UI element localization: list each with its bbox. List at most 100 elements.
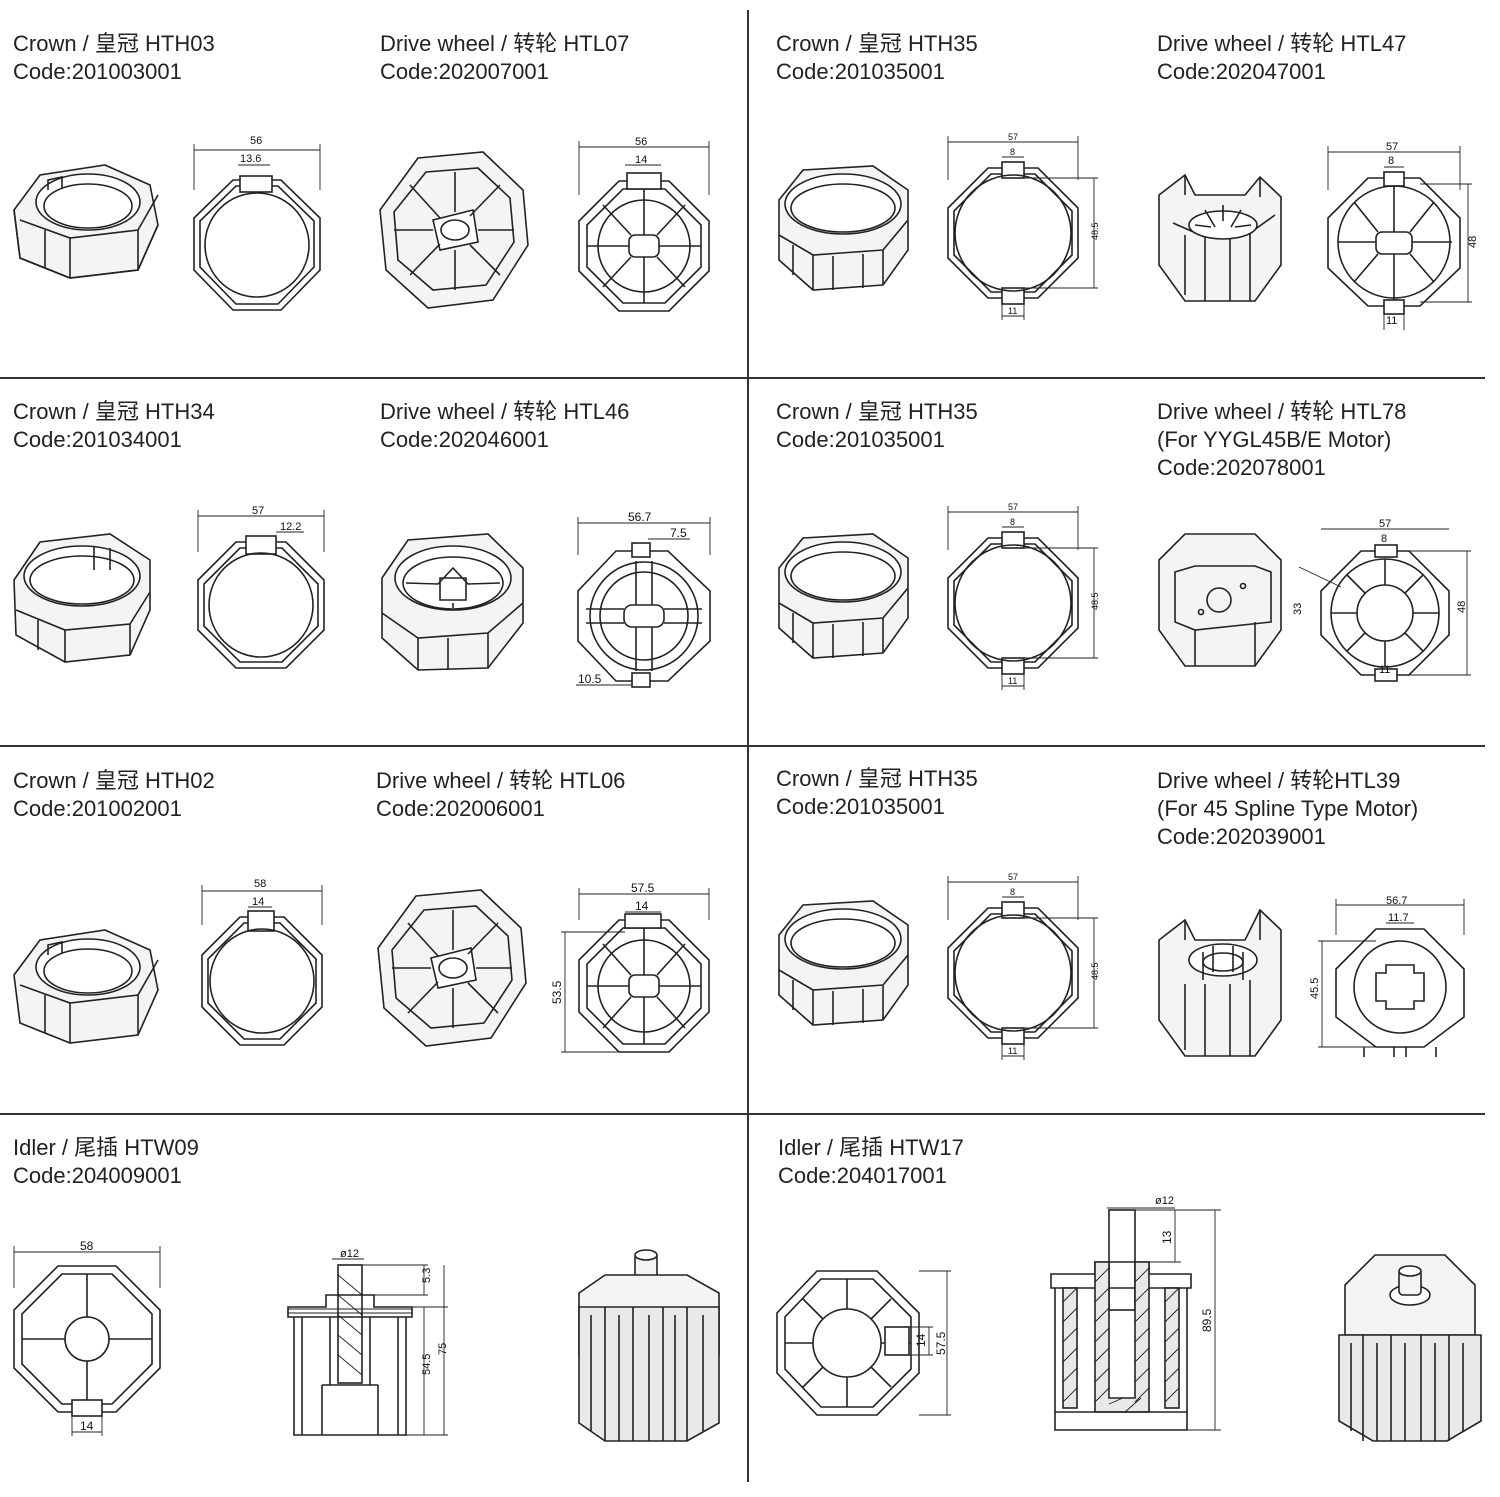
crown-hth35-3d-illustration (778, 165, 909, 291)
dim-height: 48.5 (1090, 962, 1100, 980)
product-title: Drive wheel / 转轮 HTL47 (1157, 31, 1407, 56)
product-title: Crown / 皇冠 HTH35 (776, 399, 978, 424)
idler-htw17-3d-illustration (1338, 1254, 1482, 1442)
dim-bottom: 11 (1008, 1046, 1017, 1056)
product-code: Code:202047001 (1157, 59, 1326, 84)
dim-slot: 13.6 (240, 153, 261, 165)
dim-width: 56.7 (628, 510, 652, 524)
dim-height: 75 (437, 1343, 449, 1355)
product-title: Crown / 皇冠 HTH03 (13, 31, 215, 56)
row-divider-2 (0, 745, 1485, 747)
dim-width: 57 (1379, 518, 1391, 530)
product-title: Drive wheel / 转轮 HTL07 (380, 31, 630, 56)
product-code: Code:201035001 (776, 794, 945, 819)
product-code: Code:202039001 (1157, 824, 1326, 849)
product-code: Code:204017001 (778, 1163, 947, 1188)
drive-wheel-htl07-drawing: 56 14 (578, 136, 710, 312)
product-header: Drive wheel / 转轮 HTL78 (For YYGL45B/E Mot… (1157, 398, 1406, 482)
dim-diameter: 33 (1292, 603, 1304, 615)
dim-width: 57.5 (934, 1331, 948, 1355)
dim-bottom: 11 (1008, 306, 1017, 316)
idler-htw09-3d-illustration (578, 1249, 720, 1442)
dim-width: 58 (254, 878, 266, 890)
product-header: Drive wheel / 转轮HTL39 (For 45 Spline Type… (1157, 767, 1418, 851)
dim-width: 57 (1008, 872, 1018, 882)
dim-width: 57 (1386, 141, 1398, 153)
idler-htw17-front-drawing: 14 57.5 (776, 1270, 951, 1416)
dim-bottom: 11 (1379, 664, 1390, 676)
crown-hth34-drawing: 57 12.2 (197, 505, 325, 669)
drive-wheel-htl39-3d-illustration (1158, 908, 1282, 1057)
product-title: Drive wheel / 转轮 HTL78 (1157, 399, 1407, 424)
dim-height: 48.5 (1090, 222, 1100, 240)
product-title: Drive wheel / 转轮 HTL46 (380, 399, 630, 424)
product-title: Idler / 尾插 HTW17 (778, 1135, 964, 1160)
dim-slot: 8 (1010, 517, 1015, 527)
product-code: Code:201003001 (13, 59, 182, 84)
dim-height: 48.5 (1090, 592, 1100, 610)
drive-wheel-htl78-drawing: 57 8 33 48 11 (1292, 518, 1471, 682)
dim-height: 89.5 (1200, 1308, 1214, 1332)
product-title: Crown / 皇冠 HTH35 (776, 31, 978, 56)
dim-slot: 8 (1010, 147, 1015, 157)
dim-width: 57.5 (631, 881, 655, 895)
dim-shaft-diameter: ø12 (1155, 1195, 1174, 1207)
dim-slot: 8 (1381, 533, 1387, 545)
dim-height: 48 (1456, 601, 1468, 613)
product-code: Code:204009001 (13, 1163, 182, 1188)
product-code: Code:202078001 (1157, 455, 1326, 480)
dim-slot: 14 (914, 1333, 928, 1347)
drive-wheel-htl39-drawing: 56.7 11.7 45.5 (1309, 895, 1465, 1057)
drive-wheel-htl47-drawing: 57 8 48 11 (1327, 141, 1479, 330)
dim-width: 56 (250, 135, 262, 147)
dim-shaft-diameter: ø12 (340, 1248, 359, 1260)
product-title: Crown / 皇冠 HTH02 (13, 768, 215, 793)
dim-width: 57 (252, 505, 264, 517)
crown-hth03-drawing: 56 13.6 (193, 135, 321, 311)
product-title: Idler / 尾插 HTW09 (13, 1135, 199, 1160)
dim-top: 13 (1160, 1230, 1174, 1244)
drive-wheel-htl07-3d-illustration (379, 151, 529, 309)
crown-hth34-3d-illustration (13, 533, 151, 663)
product-code: Code:202046001 (380, 427, 549, 452)
dim-bottom: 11 (1008, 676, 1017, 686)
product-note: (For 45 Spline Type Motor) (1157, 796, 1419, 821)
dim-bottom: 14 (80, 1419, 94, 1433)
product-title: Crown / 皇冠 HTH35 (776, 766, 978, 791)
product-title: Drive wheel / 转轮HTL39 (1157, 768, 1401, 793)
crown-hth02-3d-illustration (13, 929, 159, 1044)
dim-slot: 14 (635, 899, 649, 913)
drive-wheel-htl06-3d-illustration (377, 889, 527, 1047)
product-title: Drive wheel / 转轮 HTL06 (376, 768, 626, 793)
product-code: Code:202007001 (380, 59, 549, 84)
dim-width: 56.7 (1386, 895, 1407, 907)
idler-htw17-section-drawing: ø12 13 89.5 (1050, 1195, 1221, 1431)
crown-hth35-drawing: 57 8 48.5 11 (947, 502, 1100, 690)
row-divider-1 (0, 377, 1485, 379)
crown-hth35-drawing: 57 8 48.5 11 (947, 872, 1100, 1060)
product-code: Code:202006001 (376, 796, 545, 821)
product-code: Code:201035001 (776, 59, 945, 84)
dim-slot: 12.2 (280, 521, 301, 533)
row-divider-3 (0, 1113, 1485, 1115)
drive-wheel-htl78-3d-illustration (1158, 533, 1282, 667)
product-note: (For YYGL45B/E Motor) (1157, 427, 1392, 452)
product-title: Crown / 皇冠 HTH34 (13, 399, 215, 424)
crown-hth03-3d-illustration (13, 164, 159, 279)
dim-height: 53.5 (550, 980, 564, 1004)
product-code: Code:201035001 (776, 427, 945, 452)
crown-hth35-3d-illustration (778, 900, 909, 1026)
drive-wheel-htl46-drawing: 56.7 7.5 10.5 (576, 510, 711, 688)
drive-wheel-htl06-drawing: 57.5 14 53.5 (550, 881, 710, 1053)
dim-middle: 54.5 (421, 1354, 433, 1375)
crown-hth35-drawing: 57 8 48.5 11 (947, 132, 1100, 320)
dim-bottom: 10.5 (578, 672, 602, 686)
